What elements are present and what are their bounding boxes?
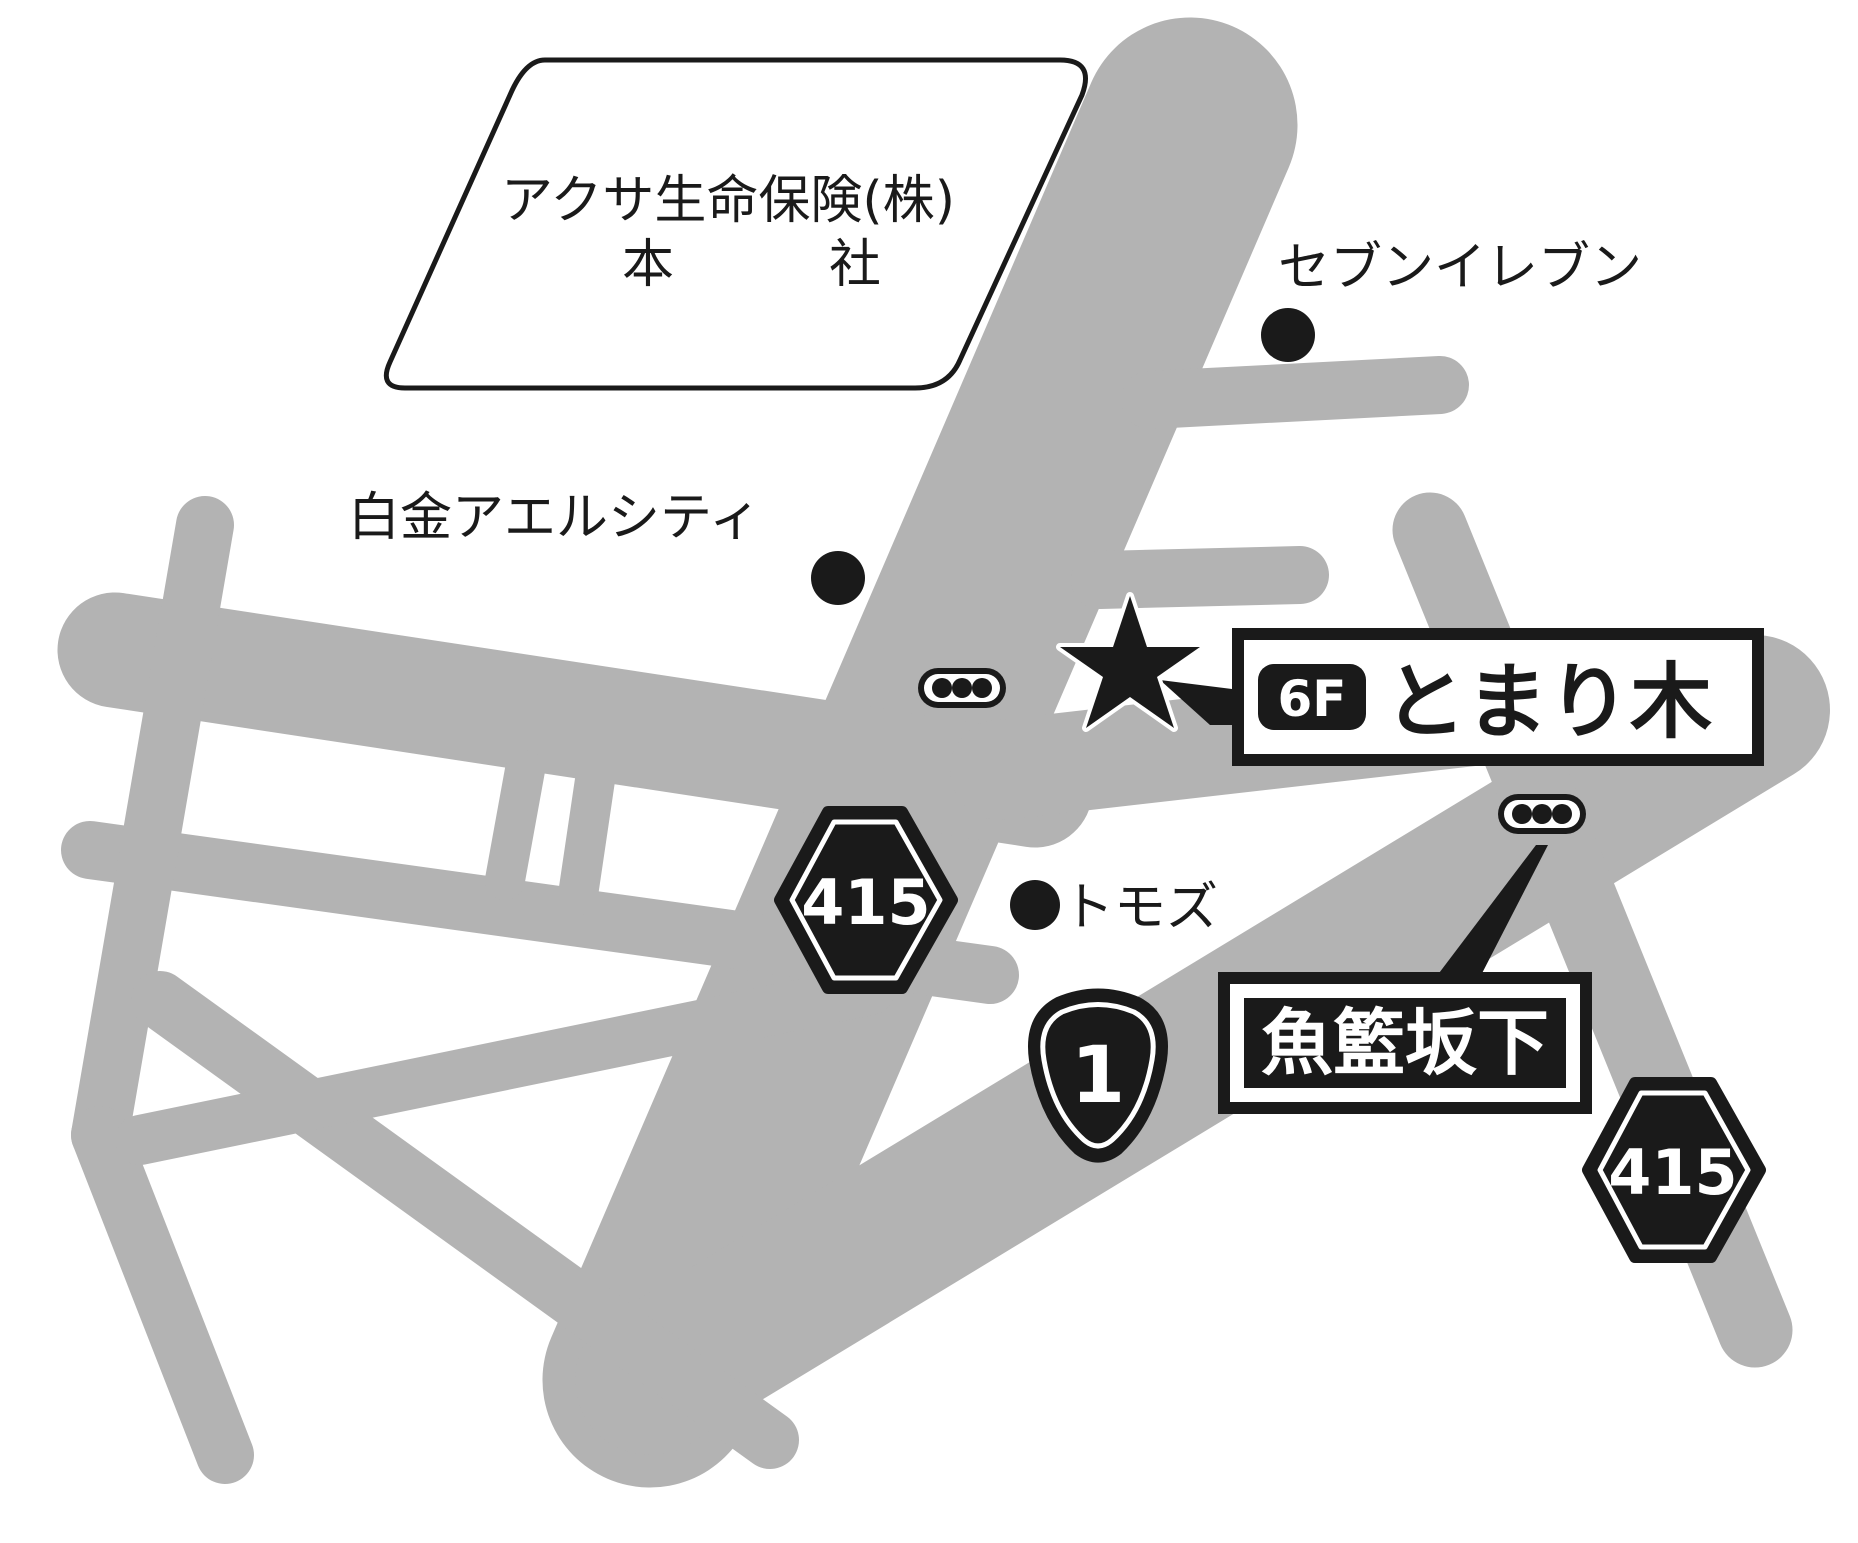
southwest-street: [71, 1106, 254, 1484]
axa-hq-label-line1: アクサ生命保険(株): [501, 171, 955, 231]
route-415-shield-east: 415: [1582, 1077, 1766, 1263]
tomoz-dot: [1010, 880, 1060, 930]
connector-a: [485, 750, 545, 900]
shirokane-aerucity-dot: [811, 551, 865, 605]
station-callout-pointer: [1430, 845, 1548, 985]
subway-exit-icon: [918, 668, 1006, 708]
floor-label: 6F: [1278, 670, 1347, 728]
station-name: 魚籃坂下: [1261, 1001, 1549, 1085]
station-callout: 魚籃坂下: [1218, 845, 1592, 1114]
seven-eleven-marker: セブンイレブン: [1261, 238, 1642, 362]
west-upper-street: [57, 592, 1093, 848]
destination-callout: 6F とまり木: [1232, 628, 1764, 766]
connector-b: [558, 760, 615, 915]
seven-eleven-dot: [1261, 308, 1315, 362]
axa-building: アクサ生命保険(株) 本 社: [383, 57, 1088, 391]
axa-hq-label-line2-a: 本: [622, 235, 674, 295]
tomoz-marker: トモズ: [1010, 878, 1218, 938]
subway-exit-icon: [1498, 794, 1586, 834]
route-1-shield: 1: [1028, 988, 1168, 1163]
seven-eleven-label: セブンイレブン: [1278, 238, 1642, 298]
axa-building-outline: [383, 57, 1088, 391]
shirokane-aerucity-label: 白金アエルシティ: [348, 488, 761, 548]
star-icon: [1056, 592, 1204, 732]
floor-badge: [1258, 664, 1366, 730]
destination-callout-pointer: [1160, 680, 1240, 725]
route-415-number-west: 415: [801, 866, 930, 939]
southwest-diagonal-2: [115, 965, 895, 1165]
shirokane-aerucity-marker: 白金アエルシティ: [348, 488, 865, 605]
east-street-upper: [1121, 356, 1469, 429]
destination-name: とまり木: [1384, 655, 1712, 750]
tomoz-label: トモズ: [1062, 878, 1218, 938]
route-1-number: 1: [1071, 1031, 1125, 1121]
route-415-shield-west: 415: [774, 806, 958, 994]
southwest-diagonal-1: [131, 971, 799, 1469]
destination-marker: [1056, 592, 1240, 732]
route-415-number-east: 415: [1608, 1136, 1737, 1209]
axa-hq-label-line2-b: 社: [829, 235, 881, 295]
west-vertical-street: [71, 496, 234, 1164]
east-street-lower: [1071, 546, 1329, 609]
